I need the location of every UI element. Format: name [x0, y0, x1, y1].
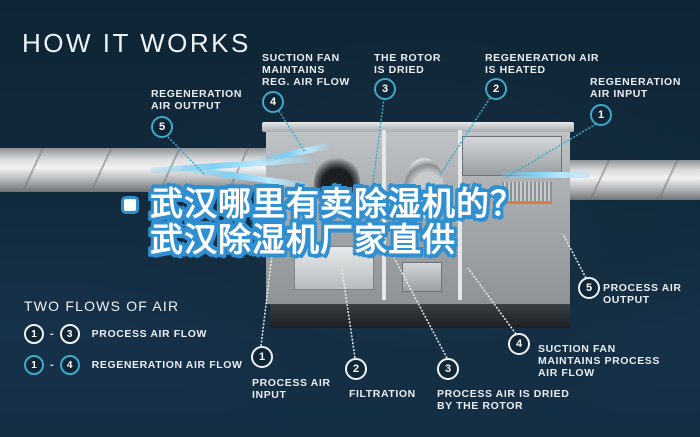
- callout-number-regeneration-5: 5: [151, 116, 173, 138]
- page-title: HOW IT WORKS: [22, 28, 251, 58]
- legend-label-regeneration-air-flow: REGENERATION AIR FLOW: [91, 359, 243, 371]
- legend-row-process: 1 - 3 PROCESS AIR FLOW: [24, 324, 207, 344]
- rotor-icon: [404, 158, 444, 218]
- legend-dash: -: [50, 359, 54, 371]
- callout-number-process-5: 5: [578, 277, 600, 299]
- callout-label-suction-fan-reg: SUCTION FAN MAINTAINS REG. AIR FLOW: [262, 52, 350, 88]
- callout-label-process-air-output: PROCESS AIR OUTPUT: [603, 282, 682, 306]
- callout-label-rotor-dried: THE ROTOR IS DRIED: [374, 52, 442, 76]
- legend-dash: -: [50, 328, 54, 340]
- machine-base: [270, 304, 570, 328]
- bullet-icon: [124, 199, 136, 211]
- callout-label-filtration: FILTRATION: [349, 388, 416, 400]
- callout-number-regeneration-2: 2: [485, 78, 507, 100]
- callout-number-process-2: 2: [345, 358, 367, 380]
- overlay-headline-line-2: 武汉除湿机厂家直供: [150, 220, 456, 259]
- callout-number-process-1: 1: [251, 346, 273, 368]
- overlay-headline-line-1: 武汉哪里有卖除湿机的？: [150, 184, 524, 223]
- callout-label-suction-fan-process: SUCTION FAN MAINTAINS PROCESS AIR FLOW: [538, 343, 661, 379]
- legend-title: TWO FLOWS OF AIR: [24, 298, 180, 314]
- machine-panel: [462, 136, 562, 176]
- legend-row-regeneration: 1 - 4 REGENERATION AIR FLOW: [24, 355, 243, 375]
- heater-icon: [502, 182, 552, 204]
- legend-number-from: 1: [24, 355, 44, 375]
- legend-number-from: 1: [24, 324, 44, 344]
- callout-label-process-air-input: PROCESS AIR INPUT: [252, 377, 331, 401]
- legend-number-to: 4: [59, 355, 80, 375]
- filter-drawer: [294, 246, 374, 290]
- suction-fan-icon: [314, 154, 360, 214]
- legend-number-to: 3: [59, 324, 80, 344]
- machine-divider: [382, 130, 386, 300]
- callout-number-process-4: 4: [508, 333, 530, 355]
- airflow-streak: [500, 172, 590, 178]
- legend-label-process-air-flow: PROCESS AIR FLOW: [91, 328, 208, 340]
- callout-label-regeneration-air-output: REGENERATION AIR OUTPUT: [151, 88, 243, 112]
- callout-label-regeneration-air-input: REGENERATION AIR INPUT: [590, 76, 682, 100]
- regeneration-duct-right: [566, 160, 700, 200]
- callout-number-regeneration-1: 1: [590, 104, 612, 126]
- machine-divider: [458, 130, 462, 300]
- callout-number-regeneration-4: 4: [262, 91, 284, 113]
- callout-number-regeneration-3: 3: [374, 78, 396, 100]
- callout-number-process-3: 3: [437, 358, 459, 380]
- callout-label-regeneration-heated: REGENERATION AIR IS HEATED: [485, 52, 600, 76]
- fan-motor: [402, 262, 442, 292]
- callout-label-process-air-dried: PROCESS AIR IS DRIED BY THE ROTOR: [437, 388, 570, 412]
- machine-top-frame: [262, 122, 574, 132]
